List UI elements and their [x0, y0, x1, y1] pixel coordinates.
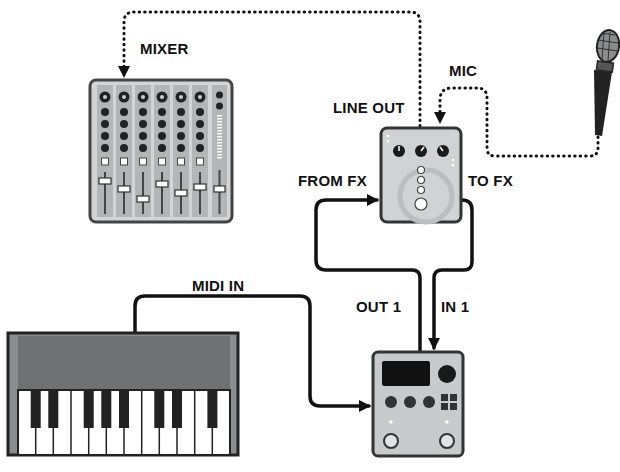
port-label: FROM FX: [298, 172, 367, 189]
port-label: IN 1: [441, 298, 469, 315]
keyboard-illustration: [8, 333, 238, 455]
port-label: MIC: [449, 62, 477, 79]
port-label: LINE OUT: [333, 99, 405, 116]
port-label: TO FX: [468, 172, 513, 189]
microphone-illustration: [594, 29, 620, 136]
effects-pedal-illustration: [373, 352, 463, 456]
port-label: OUT 1: [356, 298, 401, 315]
port-label: MIXER: [140, 40, 189, 57]
port-label: MIDI IN: [192, 277, 244, 294]
vocal-processor-illustration: [381, 128, 461, 222]
mixer-illustration: [90, 80, 232, 222]
mic-cable: [440, 88, 598, 156]
